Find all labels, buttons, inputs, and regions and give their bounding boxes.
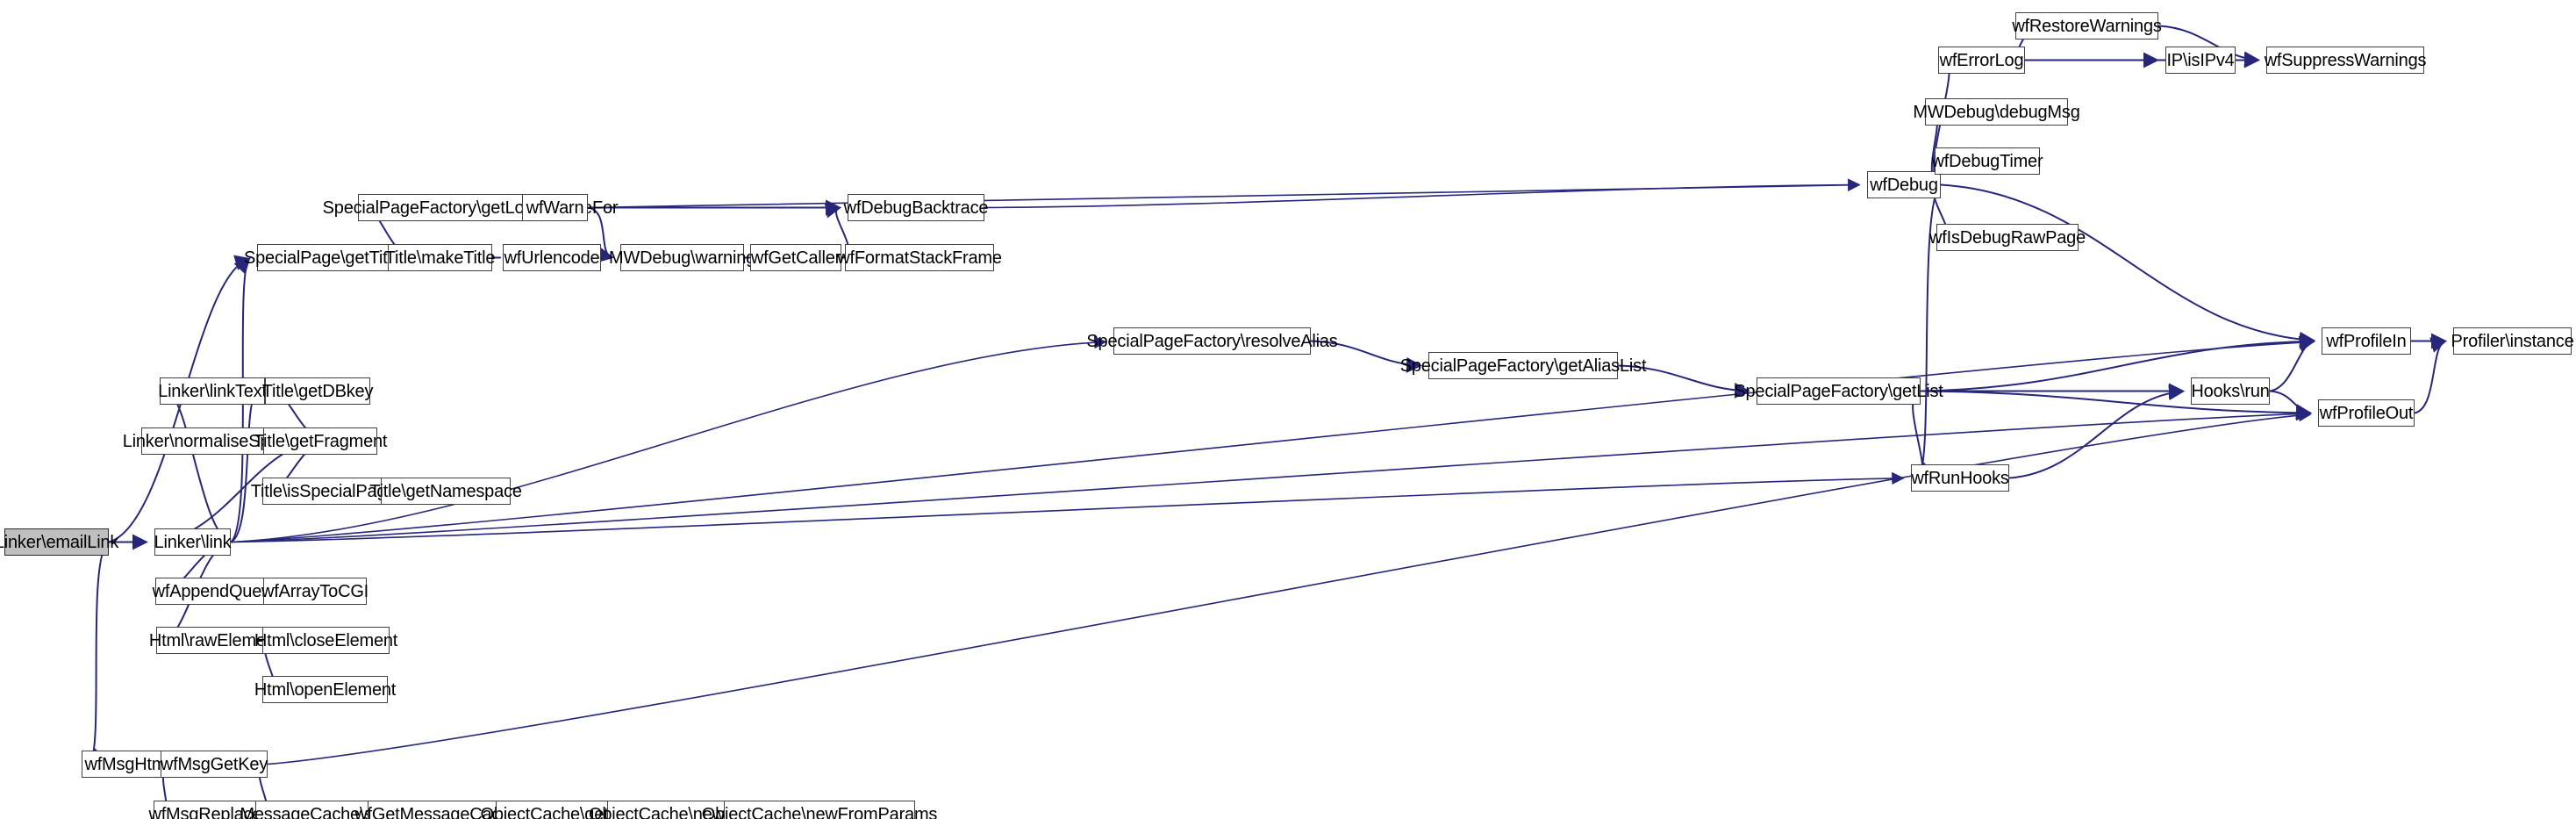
- graph-node-makeTitle[interactable]: Title\makeTitle: [385, 244, 495, 271]
- graph-node-getAliasList[interactable]: SpecialPageFactory\getAliasList: [1400, 352, 1647, 379]
- graph-node-wfGetCaller[interactable]: wfGetCaller: [750, 244, 841, 271]
- graph-node-getDBkey[interactable]: Title\getDBkey: [262, 377, 373, 405]
- graph-edge-link-to-getDBkey: [230, 391, 259, 543]
- graph-node-wfProfileIn[interactable]: wfProfileIn: [2322, 327, 2411, 355]
- graph-node-emailLink[interactable]: Linker\emailLink: [0, 528, 118, 556]
- graph-node-IPisIPv4[interactable]: IP\isIPv4: [2165, 47, 2236, 74]
- graph-node-wfUrlencode[interactable]: wfUrlencode: [503, 244, 601, 271]
- graph-node-wfDebug[interactable]: wfDebug: [1867, 171, 1941, 198]
- graph-node-linkText[interactable]: Linker\linkText: [158, 377, 267, 405]
- graph-edge-wfProfileOut-to-ProfilerInstance: [2414, 337, 2447, 414]
- graph-node-wfFormatStackFrame[interactable]: wfFormatStackFrame: [837, 244, 1002, 271]
- graph-edge-link-to-linkText: [166, 389, 232, 543]
- graph-node-ProfilerInstance[interactable]: Profiler\instance: [2451, 327, 2574, 355]
- graph-node-link[interactable]: Linker\link: [154, 528, 232, 556]
- graph-node-getList[interactable]: SpecialPageFactory\getList: [1734, 377, 1943, 405]
- graph-edge-wfDebugBacktrace-to-wfDebug: [984, 178, 1861, 209]
- graph-node-getFragment[interactable]: Title\getFragment: [254, 427, 387, 455]
- graph-node-HooksRun[interactable]: Hooks\run: [2191, 377, 2270, 405]
- graph-node-getNamespace[interactable]: Title\getNamespace: [369, 478, 522, 505]
- graph-edge-wfRunHooks-to-HooksRun: [2008, 384, 2185, 479]
- graph-node-wfIsDebugRawPage[interactable]: wfIsDebugRawPage: [1929, 224, 2086, 251]
- graph-node-wfDebugBacktrace[interactable]: wfDebugBacktrace: [844, 194, 989, 221]
- graph-node-wfArrayToCGI[interactable]: wfArrayToCGI: [261, 578, 369, 605]
- graph-node-wfProfileOut[interactable]: wfProfileOut: [2318, 399, 2415, 427]
- graph-node-wfMsgGetKey[interactable]: wfMsgGetKey: [161, 751, 268, 778]
- graph-edge-wfDebug-to-wfProfileIn: [1940, 183, 2315, 348]
- graph-node-wfSuppressWarnings[interactable]: wfSuppressWarnings: [2265, 47, 2427, 74]
- graph-edge-HooksRun-to-wfProfileOut: [2269, 390, 2312, 420]
- graph-node-wfAppendQuery[interactable]: wfAppendQuery: [153, 578, 276, 605]
- graph-edge-wfWarn-to-wfDebug: [587, 178, 1861, 209]
- graph-node-wfRunHooks[interactable]: wfRunHooks: [1911, 464, 2009, 492]
- graph-edge-link-to-wfProfileIn: [230, 335, 2315, 543]
- graph-node-ObjectCacheNewFromParams[interactable]: ObjectCache\newFromParams: [702, 801, 937, 819]
- graph-node-wfDebugTimer[interactable]: wfDebugTimer: [1932, 147, 2043, 175]
- graph-node-wfRestoreWarnings[interactable]: wfRestoreWarnings: [2012, 12, 2162, 40]
- graph-node-wfMsgHtml[interactable]: wfMsgHtml: [82, 751, 173, 778]
- graph-node-closeElement[interactable]: Html\closeElement: [254, 627, 397, 654]
- graph-node-MWDebugDebugMsg[interactable]: MWDebug\debugMsg: [1913, 98, 2080, 126]
- graph-node-MWDebugWarning[interactable]: MWDebug\warning: [609, 244, 755, 271]
- graph-node-isSpecialPage[interactable]: Title\isSpecialPage: [251, 478, 396, 505]
- graph-node-resolveAlias[interactable]: SpecialPageFactory\resolveAlias: [1086, 327, 1338, 355]
- graph-edge-HooksRun-to-wfProfileIn: [2269, 335, 2315, 392]
- graph-node-openElement[interactable]: Html\openElement: [254, 676, 396, 703]
- edge-group: [88, 19, 2447, 819]
- graph-node-wfErrorLog[interactable]: wfErrorLog: [1938, 47, 2025, 74]
- graph-node-wfWarn[interactable]: wfWarn: [522, 194, 588, 221]
- graph-edge-emailLink-to-wfMsgHtml: [88, 541, 110, 765]
